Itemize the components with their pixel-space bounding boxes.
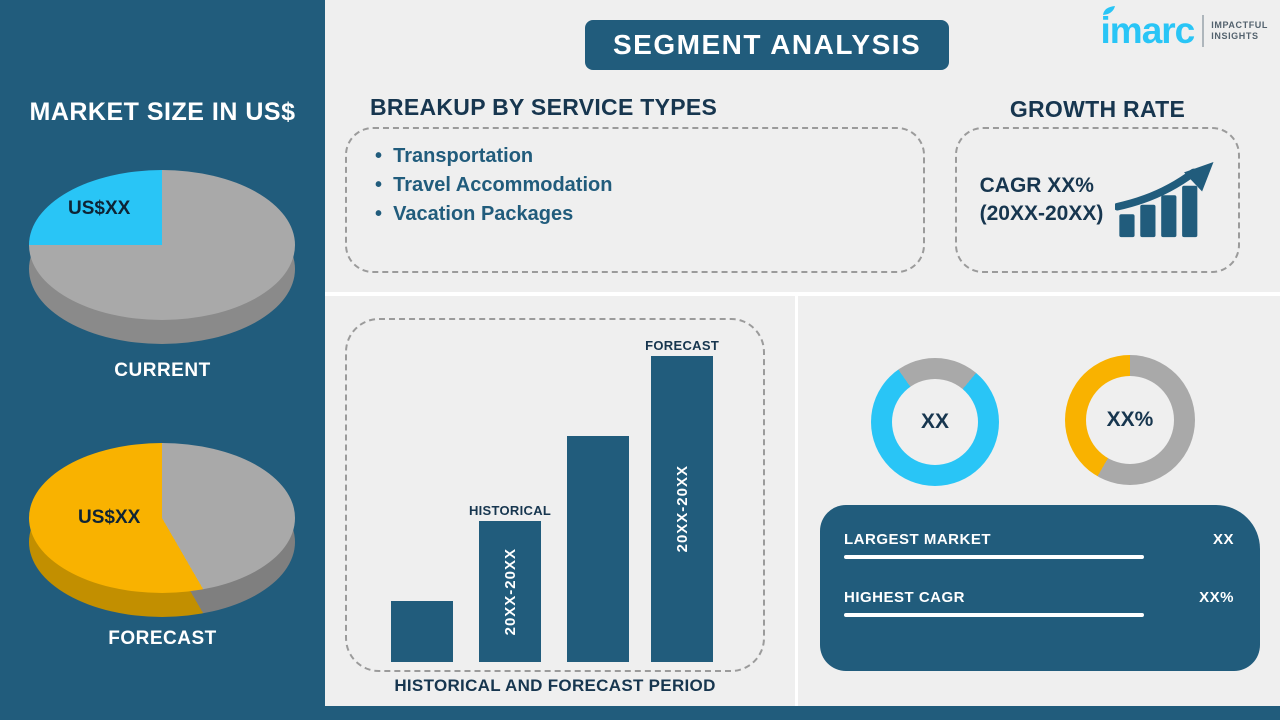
highest-cagr-donut-chart: XX% [1065, 355, 1195, 485]
bar-period-label: 20XX-20XX [673, 465, 691, 553]
stat-largest-market: LARGEST MARKET XX [844, 531, 1234, 559]
period-chart-box: HISTORICAL 20XX-20XX FORECAST 20XX-20XX [345, 318, 765, 672]
forecast-pie-value-label: US$XX [78, 507, 141, 528]
bar [567, 436, 630, 662]
cagr-line2: (20XX-20XX) [979, 202, 1104, 225]
bar-column: HISTORICAL 20XX-20XX [469, 503, 551, 662]
highest-cagr-label: HIGHEST CAGR [844, 589, 966, 606]
main-content: SEGMENT ANALYSIS imarc IMPACTFUL INSIGHT… [325, 0, 1280, 720]
breakup-item: Vacation Packages [375, 200, 923, 229]
page-title: SEGMENT ANALYSIS [585, 20, 950, 70]
market-size-panel: MARKET SIZE IN US$ US$XX CURRENT US$XX F… [0, 0, 325, 720]
forecast-pie-caption: FORECAST [108, 628, 217, 649]
bar-period-label: 20XX-20XX [501, 547, 519, 636]
imarc-brand-wrap: imarc [1100, 6, 1196, 51]
bottom-accent-strip [325, 706, 1280, 720]
stat-highest-cagr: HIGHEST CAGR XX% [844, 589, 1234, 617]
growth-rate-box: CAGR XX% (20XX-20XX) [955, 127, 1240, 273]
forecast-pie-chart: US$XX [28, 443, 296, 619]
imarc-brand-text: imarc [1100, 10, 1196, 51]
logo-divider [1202, 15, 1205, 47]
largest-market-value: XX [1212, 531, 1234, 548]
breakup-box: Transportation Travel Accommodation Vaca… [345, 127, 925, 273]
cagr-line1: CAGR XX% [979, 174, 1094, 197]
bar-column [567, 436, 630, 662]
largest-market-label: LARGEST MARKET [844, 531, 991, 548]
current-pie-chart: US$XX [28, 170, 296, 346]
current-pie-value-label: US$XX [68, 198, 131, 219]
stat-row: HIGHEST CAGR XX% [844, 589, 1234, 606]
largest-market-donut-chart: XX [871, 358, 999, 486]
current-pie-caption: CURRENT [114, 360, 211, 381]
bar-category-label: FORECAST [645, 338, 720, 353]
market-size-title: MARKET SIZE IN US$ [29, 98, 296, 126]
forecast-pie-face [29, 443, 295, 593]
vertical-divider [795, 296, 798, 706]
horizontal-divider [325, 292, 1280, 296]
cagr-text: CAGR XX% (20XX-20XX) [980, 172, 1104, 228]
bar-category-label: HISTORICAL [468, 503, 552, 518]
logo-tagline-line1: IMPACTFUL [1211, 20, 1268, 30]
stat-underline [844, 555, 1145, 559]
breakup-list: Transportation Travel Accommodation Vaca… [347, 142, 923, 229]
growth-arrow-chart-icon [1115, 161, 1214, 238]
breakup-title: BREAKUP BY SERVICE TYPES [370, 94, 718, 120]
stat-underline [844, 613, 1145, 617]
current-pie-face [29, 170, 295, 320]
growth-rate-title: GROWTH RATE [1009, 96, 1186, 122]
breakup-item: Travel Accommodation [375, 171, 923, 200]
bar: 20XX-20XX [479, 521, 542, 662]
bar-column: FORECAST 20XX-20XX [645, 338, 719, 662]
highest-cagr-value: XX% [1199, 589, 1234, 606]
bar-column [390, 601, 453, 662]
logo-tagline: IMPACTFUL INSIGHTS [1211, 20, 1268, 42]
period-bar-chart: HISTORICAL 20XX-20XX FORECAST 20XX-20XX [347, 338, 763, 662]
bar: 20XX-20XX [651, 356, 714, 662]
largest-market-donut-label: XX [892, 379, 978, 465]
market-stats-box: LARGEST MARKET XX HIGHEST CAGR XX% [820, 505, 1260, 671]
stat-row: LARGEST MARKET XX [844, 531, 1234, 548]
period-chart-caption: HISTORICAL AND FORECAST PERIOD [394, 676, 716, 695]
imarc-leaf-icon [1102, 6, 1115, 15]
highest-cagr-donut-label: XX% [1086, 376, 1174, 464]
imarc-logo: imarc IMPACTFUL INSIGHTS [1100, 6, 1268, 51]
logo-tagline-line2: INSIGHTS [1211, 31, 1259, 41]
bar [390, 601, 453, 662]
breakup-item: Transportation [375, 142, 923, 171]
